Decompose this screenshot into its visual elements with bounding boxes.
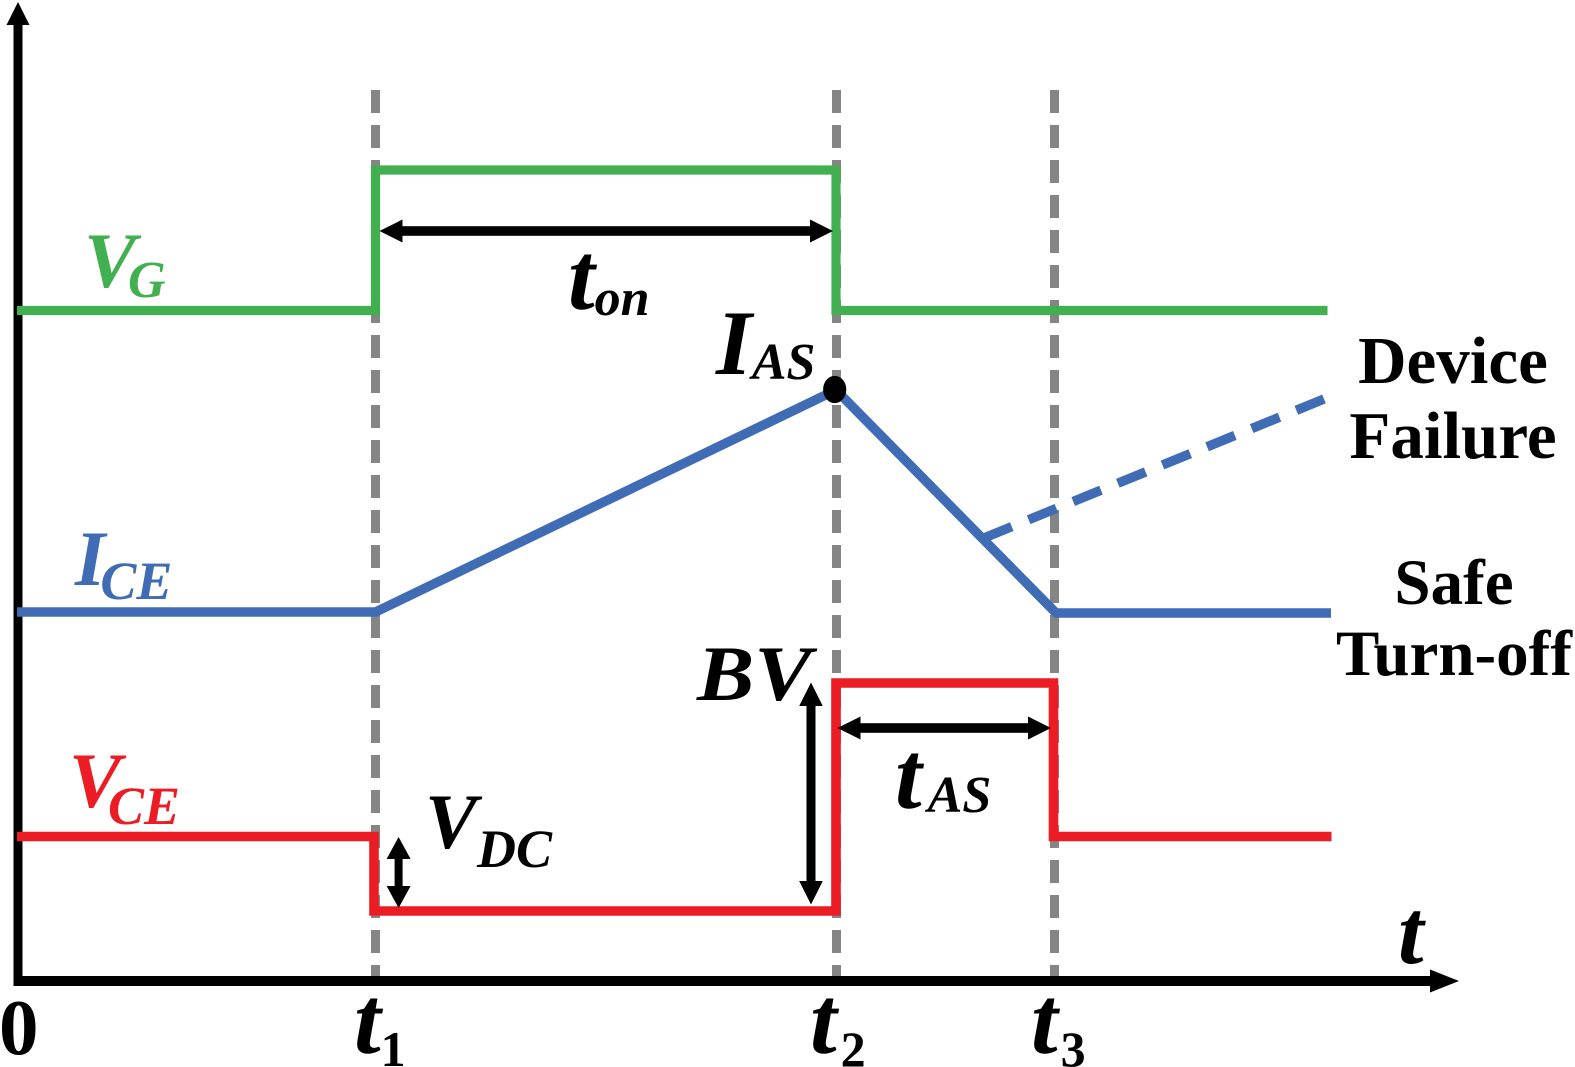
svg-text:Failure: Failure [1349,399,1556,473]
svg-text:BV: BV [696,631,818,718]
svg-text:Safe: Safe [1394,547,1513,619]
svg-text:Turn-off: Turn-off [1336,618,1573,690]
svg-text:t: t [1398,881,1426,983]
svg-text:0: 0 [0,985,39,1067]
svg-text:Device: Device [1358,324,1548,398]
